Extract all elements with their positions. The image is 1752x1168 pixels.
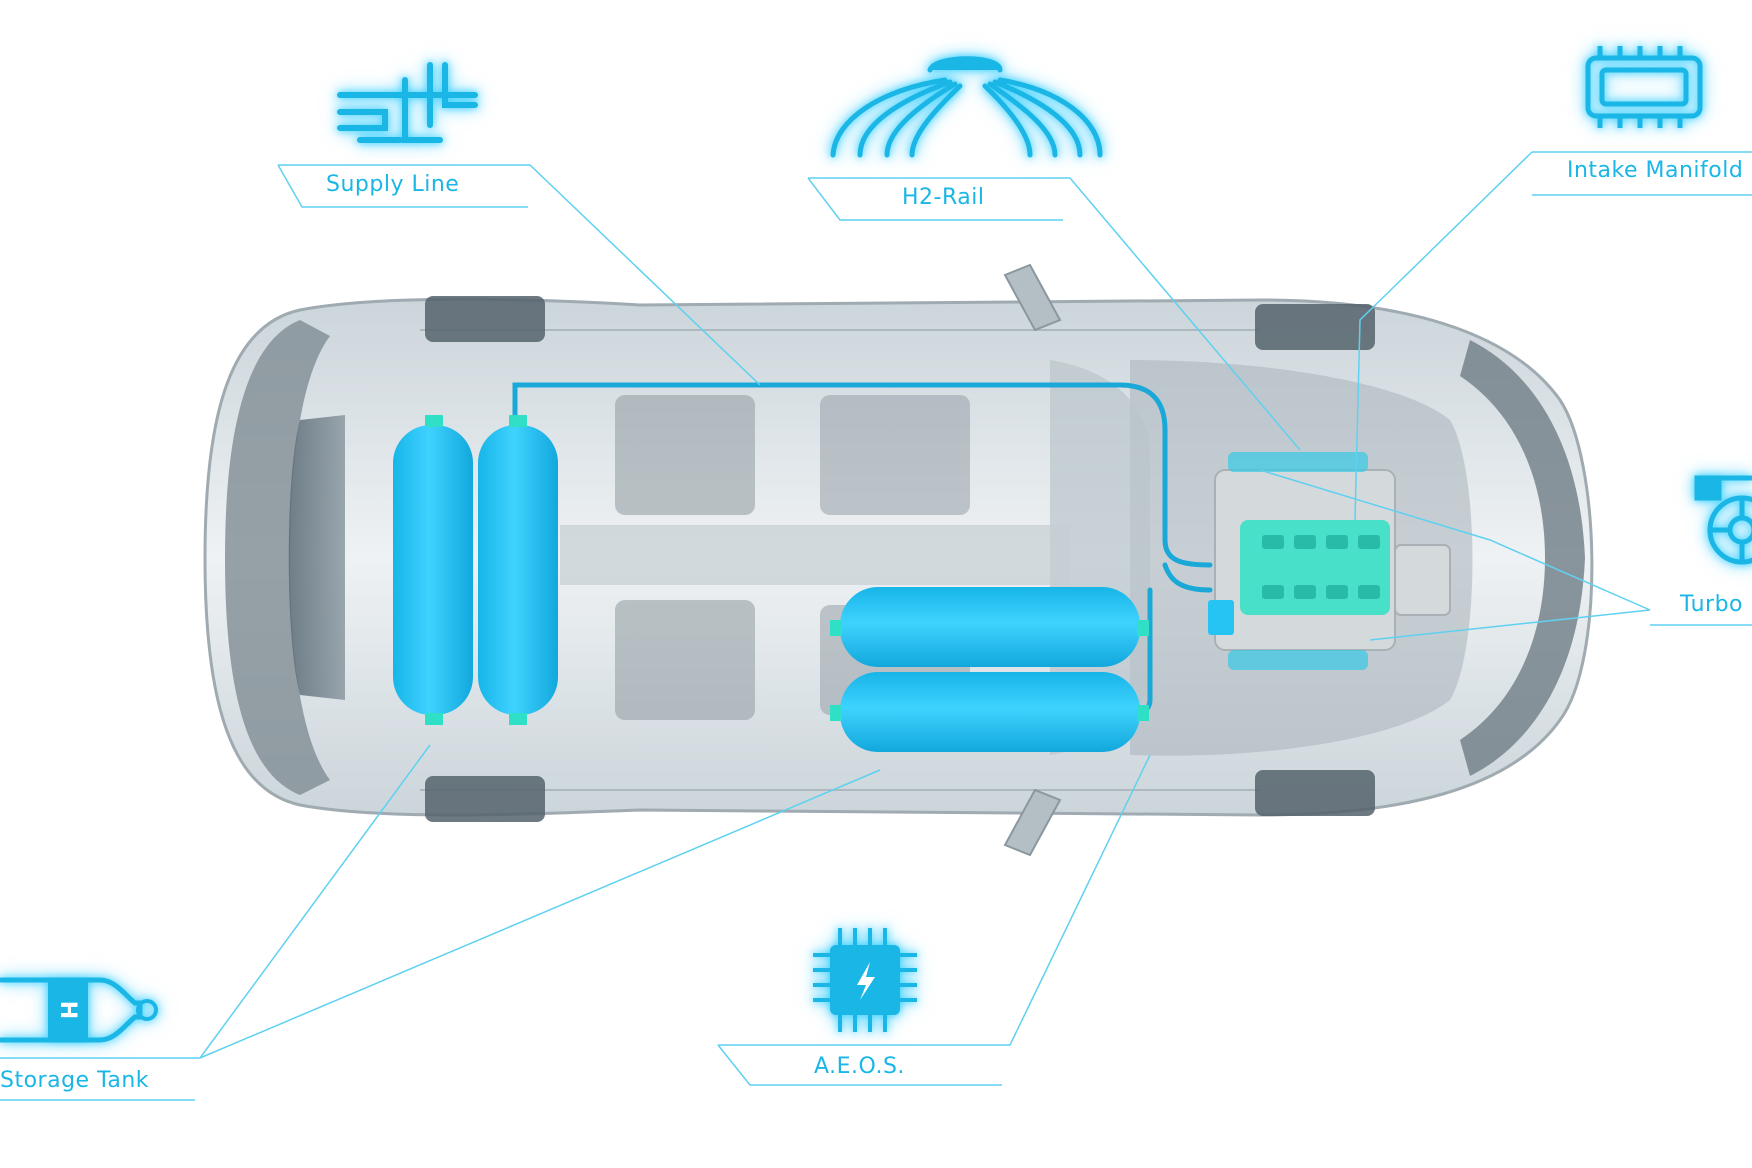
engine bbox=[1208, 452, 1451, 670]
supply-line-label: Supply Line bbox=[326, 172, 460, 197]
aeos-label: A.E.O.S. bbox=[814, 1054, 905, 1079]
storage-tanks bbox=[393, 415, 1149, 752]
intake-manifold-label: Intake Manifold bbox=[1567, 158, 1744, 183]
storage-tank-label: Storage Tank bbox=[0, 1068, 150, 1093]
injector-rail-icon bbox=[830, 56, 1103, 158]
h2-symbol: H bbox=[55, 1001, 80, 1019]
turbo-label: Turbo bbox=[1680, 592, 1744, 617]
h2-rail-label: H2-Rail bbox=[902, 185, 985, 210]
callout-lines bbox=[0, 151, 1752, 1101]
chip-bolt-icon bbox=[813, 928, 917, 1032]
turbocharger-icon bbox=[1694, 475, 1752, 565]
manifold-block-icon bbox=[1585, 46, 1703, 128]
h2-tank-icon bbox=[0, 977, 158, 1043]
pipe-junction-icon bbox=[337, 62, 478, 143]
